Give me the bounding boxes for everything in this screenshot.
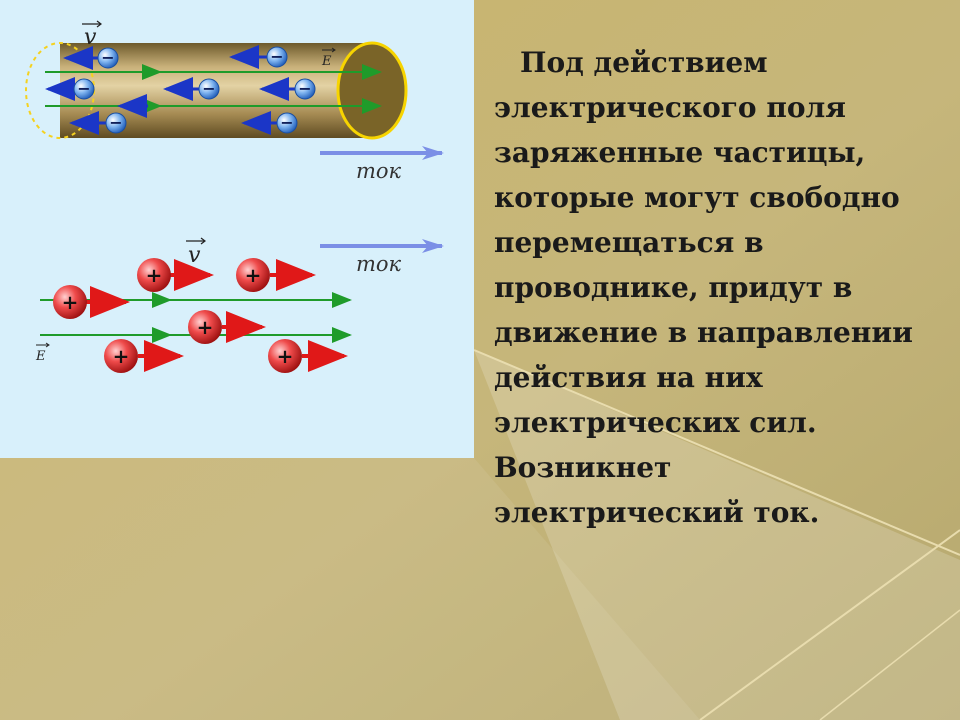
proton: + — [53, 285, 87, 319]
proton: + — [188, 310, 222, 344]
electron-sign: − — [298, 79, 311, 98]
proton-sign: + — [146, 263, 163, 287]
diagram-panel: − − − − − − − v E ток ток v — [0, 0, 474, 458]
text-line: движение в направлении — [494, 316, 913, 349]
text-line: перемещаться в — [494, 226, 764, 259]
field-label-top: E — [321, 47, 336, 69]
proton: + — [268, 339, 302, 373]
electron: − — [198, 78, 220, 100]
velocity-label-bottom: v — [186, 237, 206, 268]
proton-sign: + — [113, 344, 130, 368]
text-line: Под действием — [520, 46, 768, 79]
text-line: проводнике, придут в — [494, 271, 853, 304]
field-label-bottom: E — [35, 342, 50, 364]
svg-text:E: E — [321, 54, 332, 69]
velocity-label-top: v — [82, 20, 102, 50]
proton-sign: + — [277, 344, 294, 368]
proton: + — [137, 258, 171, 292]
proton-sign: + — [245, 263, 262, 287]
svg-text:E: E — [35, 349, 46, 364]
electron: − — [294, 78, 316, 100]
electron: − — [266, 46, 288, 68]
svg-text:v: v — [188, 243, 201, 268]
text-line: заряженные частицы, — [494, 136, 866, 169]
text-line: Возникнет — [494, 451, 672, 484]
text-line: электрический ток. — [494, 496, 820, 529]
proton: + — [236, 258, 270, 292]
proton-sign: + — [62, 290, 79, 314]
proton: + — [104, 339, 138, 373]
electron-sign: − — [280, 113, 293, 132]
electron-sign: − — [202, 79, 215, 98]
text-line: которые могут свободно — [494, 181, 900, 214]
current-label: ток — [356, 159, 402, 183]
electron-sign: − — [77, 79, 90, 98]
text-line: действия на них — [494, 361, 763, 394]
electron-sign: − — [270, 47, 283, 66]
electron: − — [97, 47, 119, 69]
electron: − — [276, 112, 298, 134]
text-line: электрического поля — [494, 91, 846, 124]
explanation-text: Под действием электрического поля заряже… — [494, 40, 934, 535]
electron: − — [73, 78, 95, 100]
electron-sign: − — [101, 48, 114, 67]
current-diagram: − − − − − − − v E ток ток v — [25, 20, 444, 373]
electron: − — [105, 112, 127, 134]
svg-text:v: v — [84, 25, 97, 50]
proton-sign: + — [197, 315, 214, 339]
text-line: электрических сил. — [494, 406, 817, 439]
electron-sign: − — [109, 113, 122, 132]
current-label: ток — [356, 252, 402, 276]
